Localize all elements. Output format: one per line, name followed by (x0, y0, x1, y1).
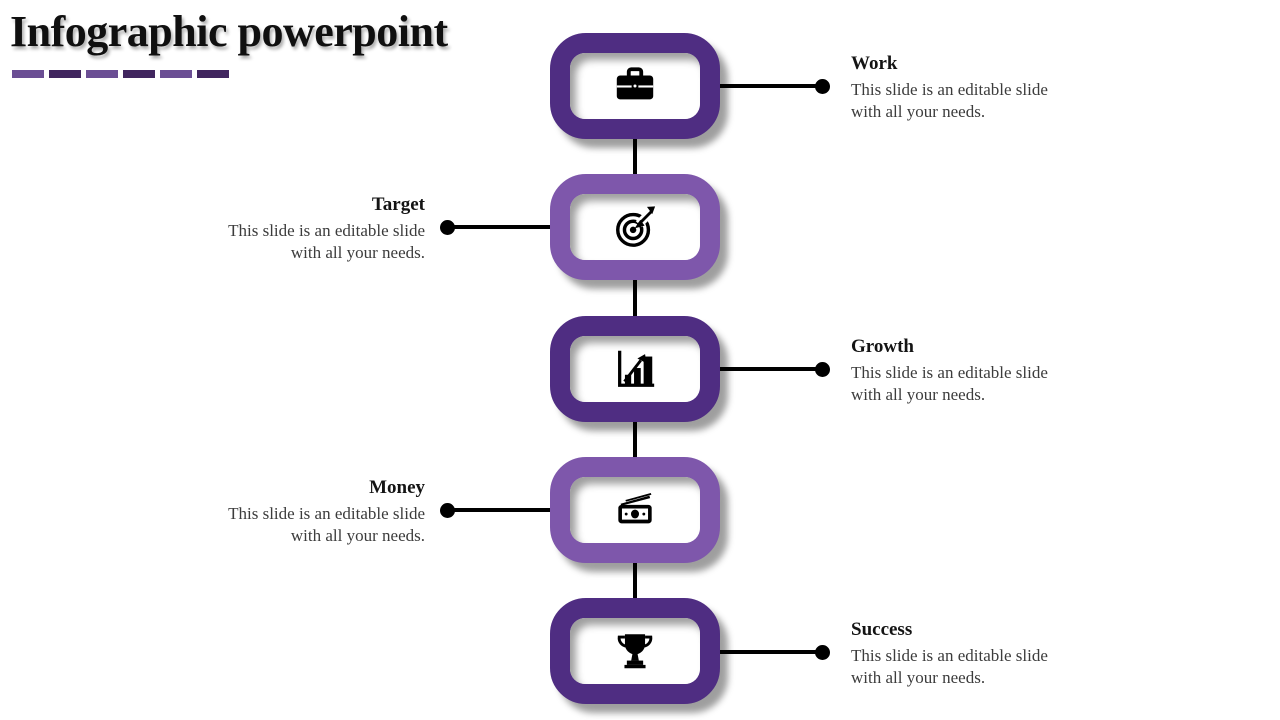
label-money[interactable]: Money This slide is an editable slide wi… (209, 477, 425, 547)
item-title: Target (371, 194, 425, 215)
dash (86, 70, 118, 78)
timeline-node-success[interactable] (550, 598, 720, 704)
label-success[interactable]: Success This slide is an editable slide … (851, 619, 1067, 689)
node-face (570, 477, 700, 543)
briefcase-icon (616, 67, 654, 100)
connector-growth (718, 361, 830, 377)
label-work[interactable]: Work This slide is an editable slide wit… (851, 53, 1067, 123)
item-title: Growth (851, 336, 914, 357)
item-title: Work (851, 53, 898, 74)
vertical-connector (633, 422, 637, 458)
connector-dot (440, 219, 455, 235)
timeline-node-growth[interactable] (550, 316, 720, 422)
vertical-connector (633, 280, 637, 317)
vertical-connector (633, 139, 637, 175)
label-growth[interactable]: Growth This slide is an editable slide w… (851, 336, 1067, 406)
connector-dot (815, 361, 830, 377)
label-target[interactable]: Target This slide is an editable slide w… (209, 194, 425, 264)
item-description: This slide is an editable slide with all… (228, 504, 425, 545)
connector-success (718, 644, 830, 660)
connector-dot (815, 644, 830, 660)
node-face (570, 53, 700, 119)
dash (12, 70, 44, 78)
connector-dot (440, 502, 455, 518)
item-title: Money (369, 477, 425, 498)
node-face (570, 618, 700, 684)
node-face (570, 336, 700, 402)
target-icon (616, 204, 658, 247)
title-underline-dashes (12, 70, 229, 78)
item-description: This slide is an editable slide with all… (228, 221, 425, 262)
item-description: This slide is an editable slide with all… (851, 80, 1048, 121)
timeline-node-target[interactable] (550, 174, 720, 280)
node-face (570, 194, 700, 260)
connector-dot (815, 78, 830, 94)
money-icon (618, 492, 652, 524)
connector-money (440, 502, 552, 518)
item-description: This slide is an editable slide with all… (851, 646, 1048, 687)
growth-chart-icon (618, 350, 655, 387)
slide-title[interactable]: Infographic powerpoint (10, 7, 448, 56)
timeline-node-work[interactable] (550, 33, 720, 139)
dash (197, 70, 229, 78)
vertical-connector (633, 563, 637, 599)
dash (123, 70, 155, 78)
item-title: Success (851, 619, 913, 640)
timeline-node-money[interactable] (550, 457, 720, 563)
connector-target (440, 219, 552, 235)
connector-work (718, 78, 830, 94)
dash (49, 70, 81, 78)
item-description: This slide is an editable slide with all… (851, 363, 1048, 404)
dash (160, 70, 192, 78)
trophy-icon (617, 634, 653, 669)
